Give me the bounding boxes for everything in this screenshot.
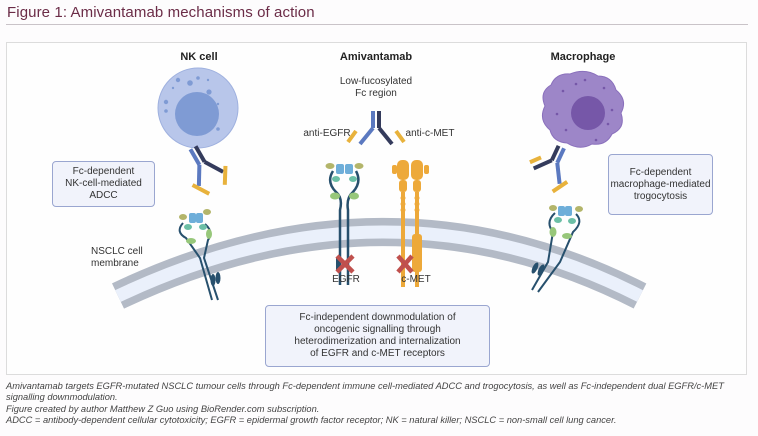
nk-cell-icon — [157, 67, 239, 149]
title-divider — [6, 24, 748, 25]
nk-bound-antibody-icon — [188, 145, 228, 196]
mechanism-diagram — [112, 67, 647, 309]
macrophage-mechanism-box: Fc-dependent macrophage-mediated trogocy… — [608, 154, 713, 215]
nsclc-cell-membrane — [112, 218, 647, 309]
macrophage-mechanism-line: trogocytosis — [633, 190, 688, 202]
egfr-receptor-icon — [325, 163, 364, 285]
cmet-label: c-MET — [401, 274, 431, 285]
macrophage-bound-antibody-icon — [529, 144, 569, 194]
figure-title: Figure 1: Amivantamab mechanisms of acti… — [7, 4, 315, 21]
amivantamab-mechanism-line: oncogenic signalling through — [314, 324, 441, 335]
membrane-label: NSCLC cell membrane — [91, 246, 143, 270]
membrane-label-line: NSCLC cell — [91, 246, 143, 257]
cmet-receptor-icon — [392, 160, 429, 287]
nk-cell-heading: NK cell — [180, 51, 218, 63]
macrophage-heading: Macrophage — [550, 51, 616, 63]
nk-mechanism-line: ADCC — [89, 190, 118, 201]
nk-target-egfr-icon — [178, 209, 221, 301]
anti-egfr-label: anti-EGFR — [303, 128, 351, 139]
macrophage-mechanism-line: macrophage-mediated — [610, 178, 711, 190]
anti-cmet-label: anti-c-MET — [405, 128, 455, 139]
amivantamab-mechanism-line: heterodimerization and internalization — [294, 336, 461, 347]
nk-mechanism-line: Fc-dependent — [72, 166, 135, 177]
caption-summary: Amivantamab targets EGFR-mutated NSCLC t… — [6, 381, 724, 403]
fc-region-line: Low-fucosylated — [339, 76, 413, 87]
egfr-label: EGFR — [332, 274, 360, 285]
fc-region-label: Low-fucosylated Fc region — [326, 76, 426, 100]
amivantamab-mechanism-box: Fc-independent downmodulation of oncogen… — [265, 305, 490, 367]
amivantamab-mechanism-line: of EGFR and c-MET receptors — [310, 348, 445, 359]
macrophage-target-egfr-icon — [531, 205, 583, 293]
amivantamab-antibody-icon — [346, 111, 406, 146]
fc-region-line: Fc region — [355, 88, 397, 99]
nk-mechanism-line: NK-cell-mediated — [65, 178, 142, 189]
membrane-label-line: membrane — [91, 258, 139, 269]
macrophage-icon — [541, 70, 625, 148]
macrophage-mechanism-line: Fc-dependent — [629, 166, 692, 178]
amivantamab-mechanism-line: Fc-independent downmodulation of — [299, 312, 456, 323]
cmet-inhibition-x-icon — [396, 254, 414, 274]
caption-abbreviations: ADCC = antibody-dependent cellular cytot… — [6, 415, 617, 426]
amivantamab-heading: Amivantamab — [339, 51, 413, 63]
nk-mechanism-box: Fc-dependent NK-cell-mediated ADCC — [52, 161, 155, 207]
caption-credit: Figure created by author Matthew Z Guo u… — [6, 403, 320, 414]
egfr-inhibition-x-icon — [335, 254, 355, 274]
figure-caption: Amivantamab targets EGFR-mutated NSCLC t… — [6, 381, 751, 427]
